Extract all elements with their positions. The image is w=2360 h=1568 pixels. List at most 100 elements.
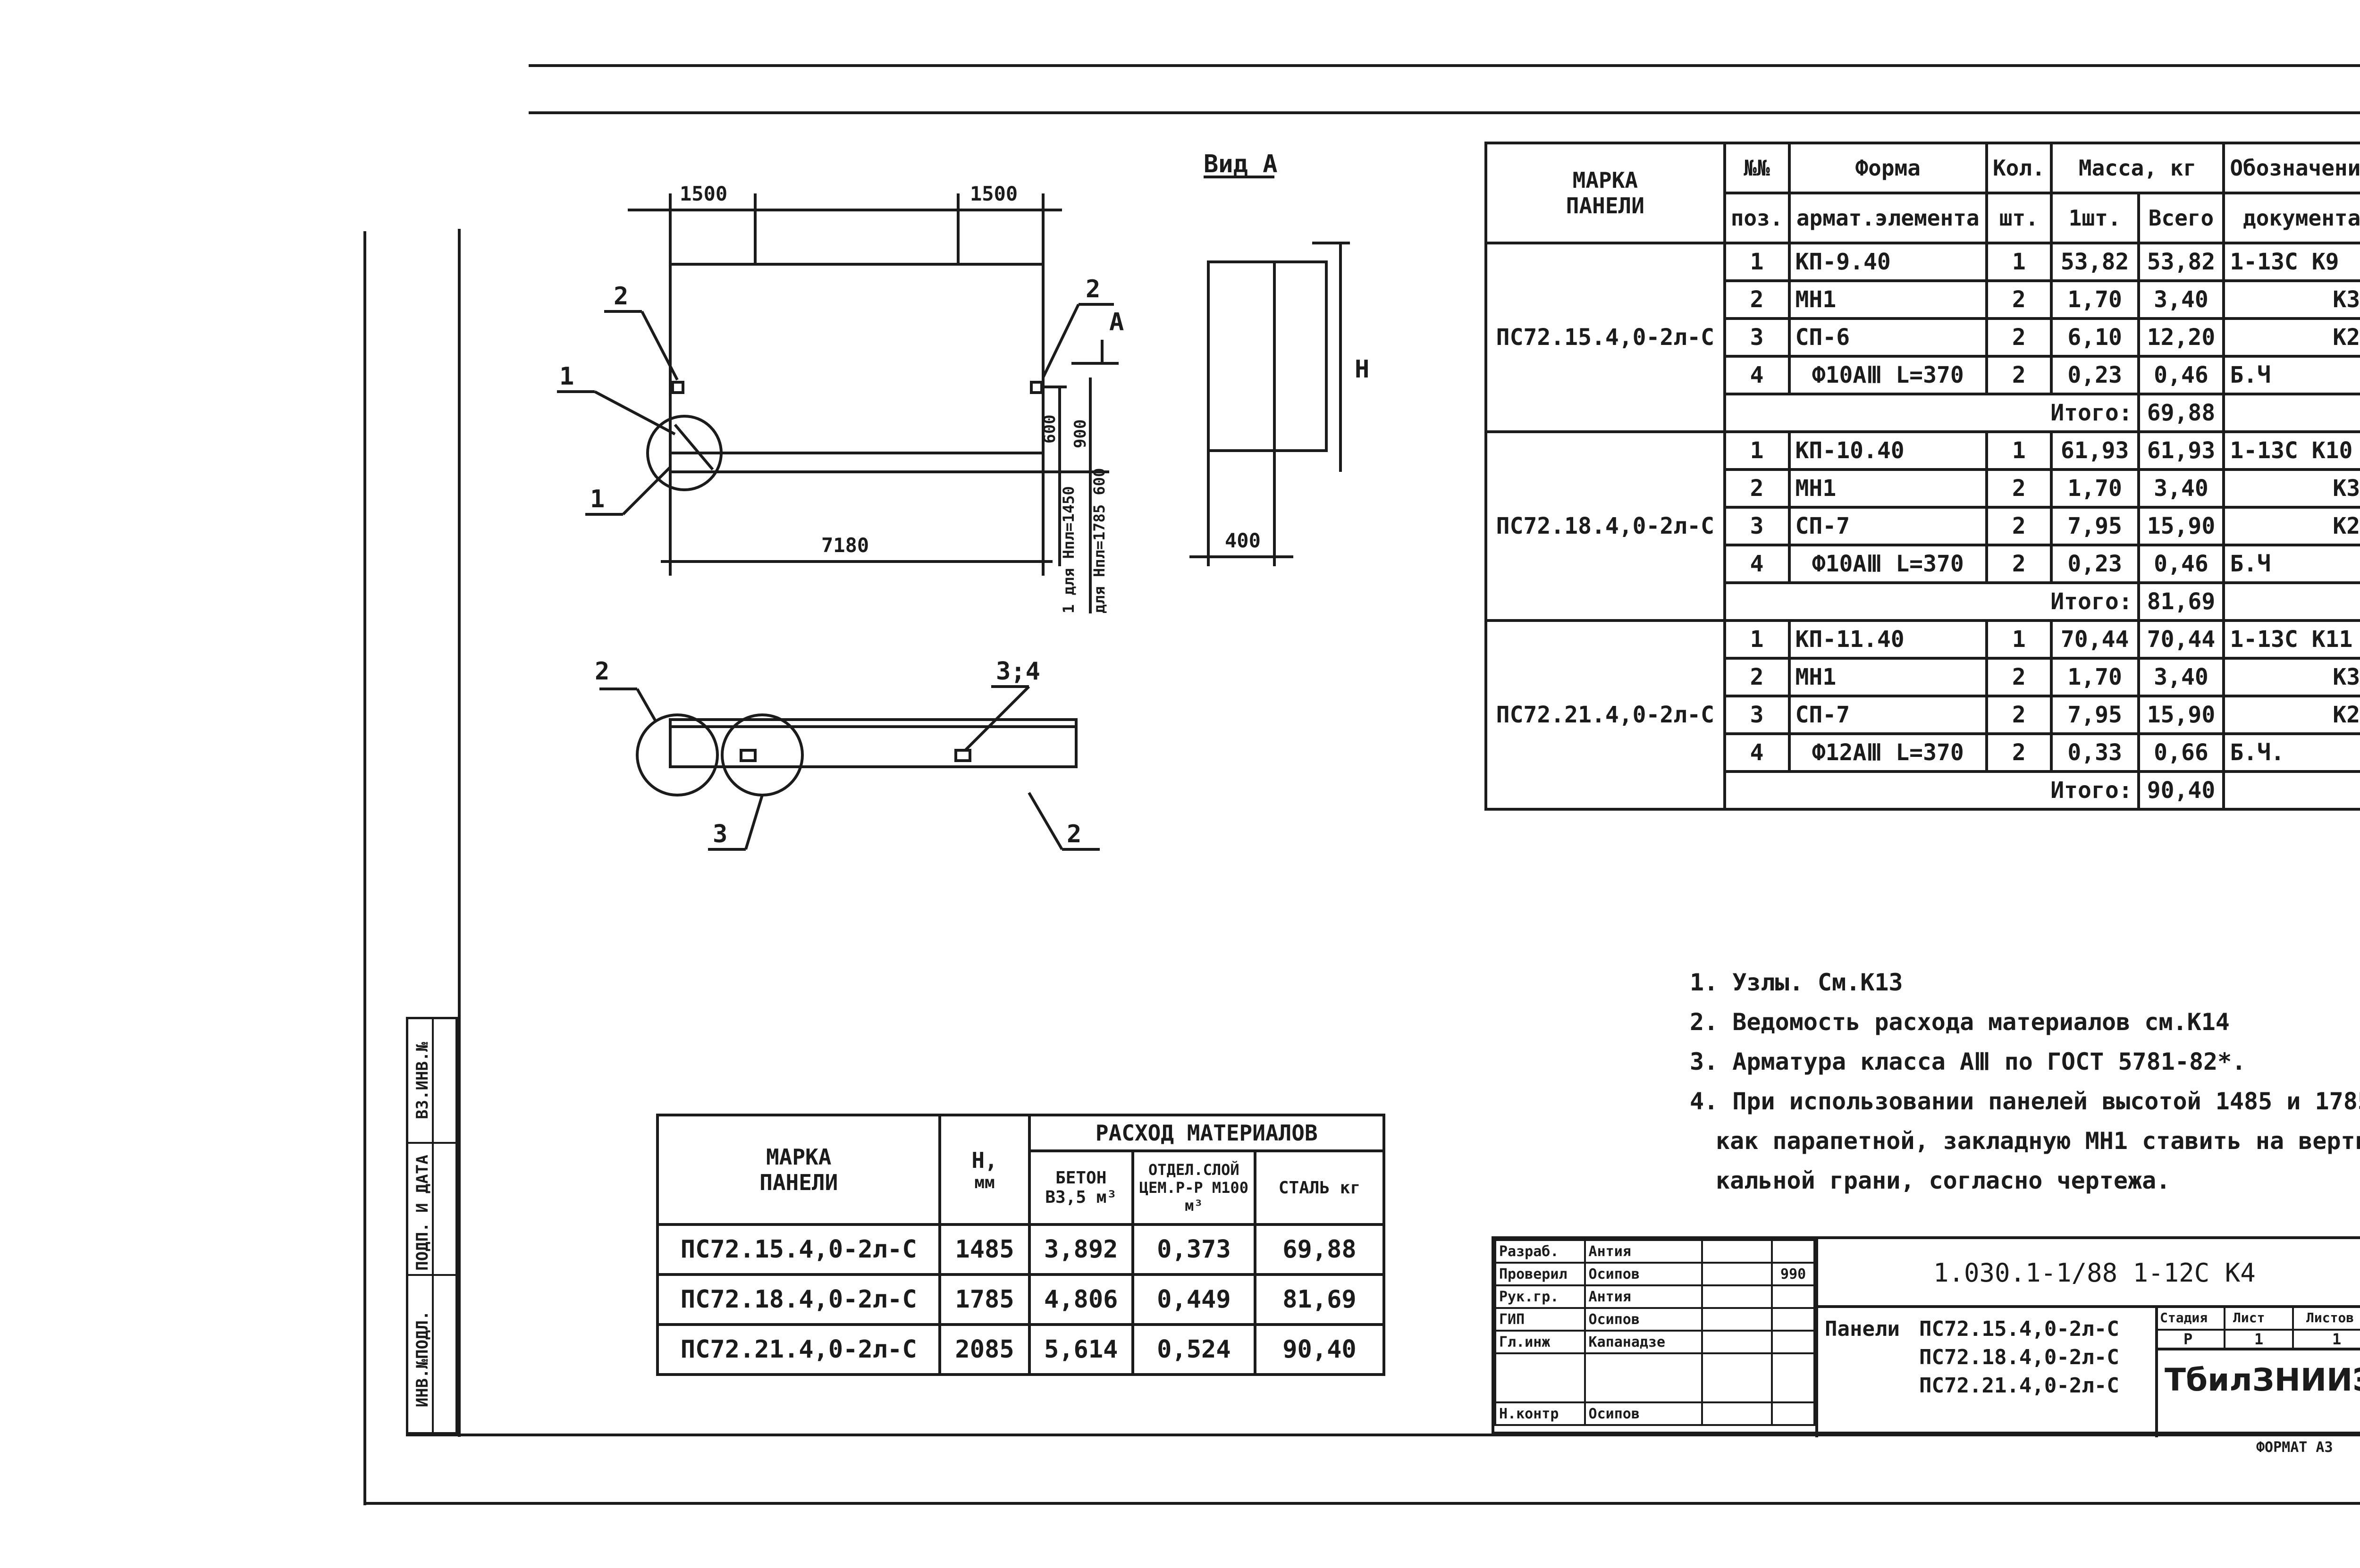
arrow-label: А [1109,308,1124,336]
inner-left-border [458,229,461,1437]
spec-h-doc2: документа [2222,192,2360,244]
note-3: 3. Арматура класса АⅢ по ГОСТ 5781-82*. [1690,1048,2246,1075]
panel-elevation [669,263,1045,454]
table-row-total: Итого:90,40 [1486,770,2360,811]
note-h1785: для Нпл=1785 600 [1090,468,1108,613]
mat-header-row-2: БЕТОН В3,5 м³ ОТДЕЛ.СЛОЙ ЦЕМ.Р-Р М100 м³… [657,1149,1386,1226]
note-h1450: 1 для Нпл=1450 [1060,486,1078,613]
note-2: 2. Ведомость расхода материалов см.К14 [1690,1008,2230,1036]
side-stamp: ИНВ.№ПОДЛ. ПОДП. И ДАТА ВЗ.ИНВ.№ [406,1017,458,1434]
frame-top-line [529,64,2360,67]
mat-h-steel: СТАЛЬ кг [1253,1149,1386,1226]
spec-h-pos1: №№ [1723,142,1791,194]
spec-h-mass: Масса, кг [2049,142,2225,194]
table-row: Рук.гр.Антия [1494,1284,1815,1309]
callout-2-left: 2 [614,282,628,310]
sheet-label: Лист [2233,1310,2265,1325]
mat-h-concrete: БЕТОН В3,5 м³ [1028,1149,1134,1226]
spec-mark-1: ПС72.15.4,0-2л-С [1484,242,1726,433]
callout-2-plan-right: 2 [1067,820,1081,848]
sheets-value: 1 [2332,1330,2342,1348]
title-label: Панели [1825,1317,1900,1341]
bottom-border [366,1502,2360,1505]
view-a-outline [1207,260,1328,452]
callout-1-lower: 1 [590,485,605,513]
callout-3-plan: 3 [713,820,727,848]
callout-2-right: 2 [1086,275,1100,303]
title-mark-1: ПС72.15.4,0-2л-С [1919,1317,2119,1341]
note-4-cont: как парапетной, закладную МН1 ставить на… [1716,1127,2360,1155]
table-row-total: Итого:69,88 [1486,393,2360,433]
outer-left-border [363,231,366,1505]
document-code: 1.030.1-1/88 1-12С К4 [1933,1258,2256,1288]
stage-value: Р [2183,1330,2193,1348]
stage-label: Стадия [2160,1310,2208,1325]
organization: ТбилЗНИИЭП [2165,1362,2360,1398]
dim-h: Н [1355,355,1369,384]
spec-mark-3: ПС72.21.4,0-2л-С [1484,619,1726,811]
dim-width: 400 [1225,529,1261,552]
title-mark-3: ПС72.21.4,0-2л-С [1919,1374,2119,1398]
table-row: Разраб.Антия [1494,1239,1815,1264]
spec-mark-2: ПС72.18.4,0-2л-С [1484,430,1726,622]
dim-length: 7180 [821,534,869,557]
note-1: 1. Узлы. См.К13 [1690,969,1903,996]
callout-1-upper: 1 [559,362,574,391]
inner-bottom-border [406,1434,2360,1436]
table-row [1494,1352,1815,1403]
dim-left-top: 1500 [680,182,727,205]
panel-drawing: 1500 1500 7180 Вид А 400 Н А 2 1 1 2 2 3… [557,150,1369,851]
spec-header-row-2: поз. армат.элемента шт. 1шт. Всего докум… [1486,192,2360,244]
mat-h-finish: ОТДЕЛ.СЛОЙ ЦЕМ.Р-Р М100 м³ [1131,1149,1256,1226]
panel-plan [669,718,1078,768]
side-stamp-vz: ВЗ.ИНВ.№ [413,1042,432,1119]
side-stamp-inv: ИНВ.№ПОДЛ. [413,1310,432,1408]
note-4-cont-2: кальной грани, согласно чертежа. [1716,1167,2171,1194]
callout-34-plan: 3;4 [996,657,1040,686]
view-label: Вид А [1204,150,1278,178]
note-4: 4. При использовании панелей высотой 148… [1690,1088,2360,1115]
sheet-format: ФОРМАТ А3 [2256,1439,2333,1456]
spec-h-form1: Форма [1787,142,1988,194]
dim-900: 900 [1071,419,1090,448]
dim-600: 600 [1040,415,1059,444]
detail-circle-2 [636,713,719,797]
detail-circle-1 [646,415,723,491]
mat-h-h: Н,мм [938,1114,1031,1226]
callout-2-plan: 2 [595,657,609,686]
sheet-value: 1 [2254,1330,2264,1348]
title-mark-2: ПС72.18.4,0-2л-С [1919,1345,2119,1369]
notes: 1. Узлы. См.К13 2. Ведомость расхода мат… [1690,963,2360,1200]
dim-right-top: 1500 [970,182,1018,205]
sheets-label: Листов [2306,1310,2354,1325]
spec-h-form2: армат.элемента [1787,192,1988,244]
spec-h-pos2: поз. [1723,192,1791,244]
spec-h-mass-all: Всего [2137,192,2225,244]
